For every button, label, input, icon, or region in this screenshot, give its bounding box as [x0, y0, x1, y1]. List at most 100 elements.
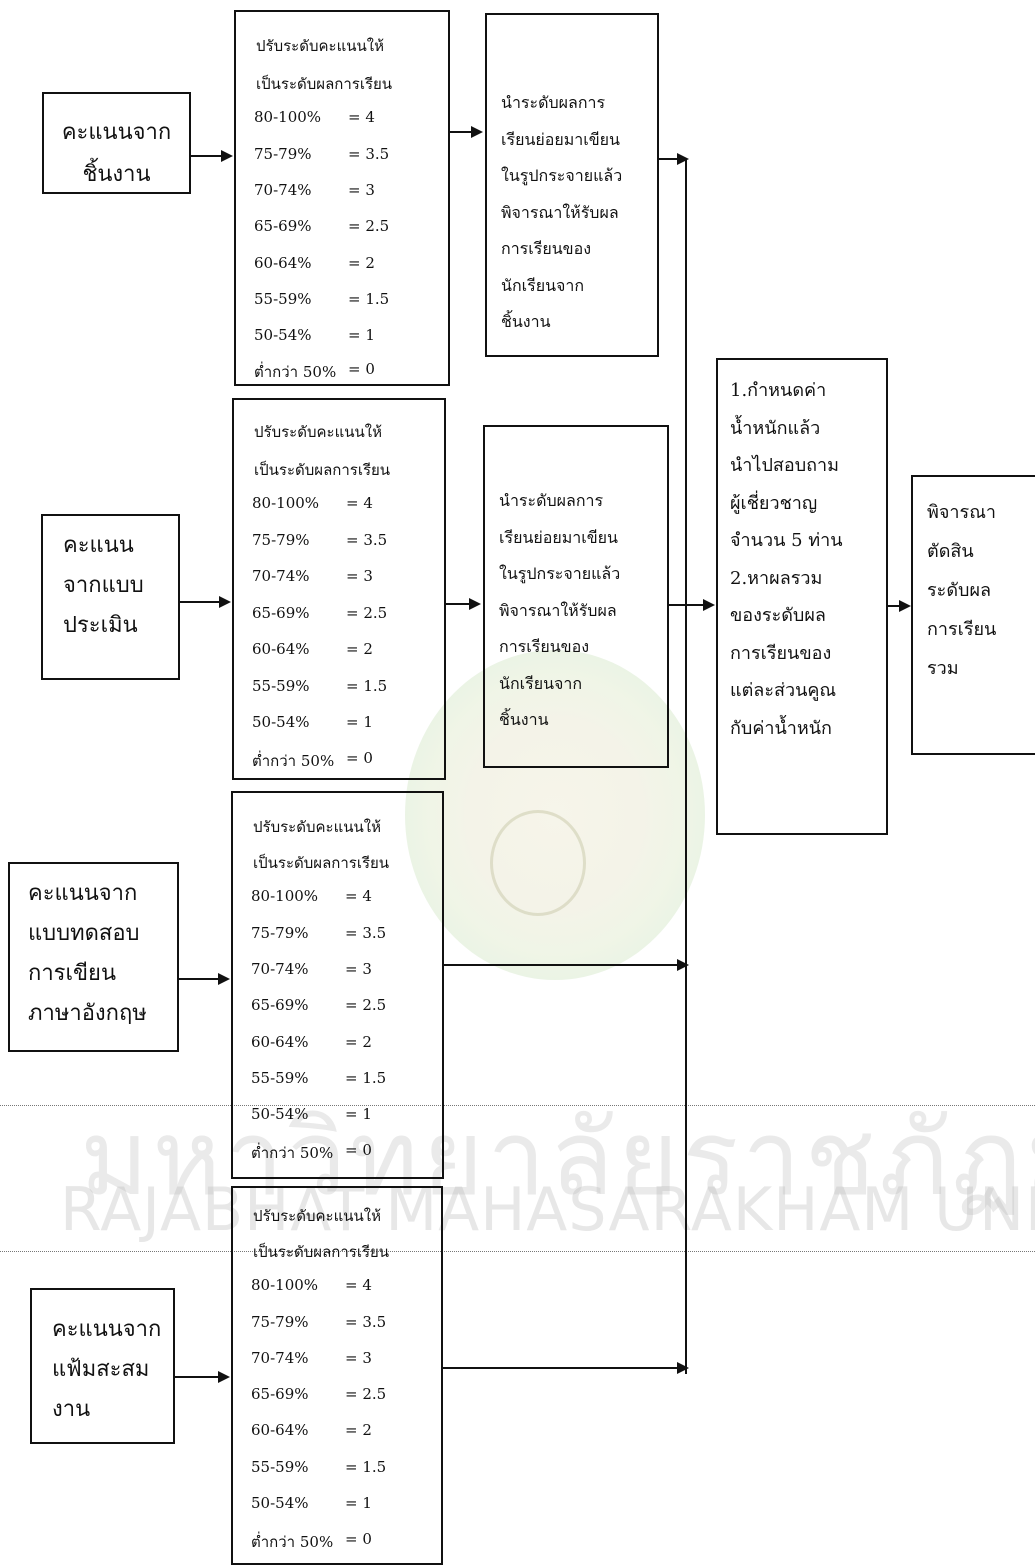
grade-range: 60-64%: [251, 1033, 309, 1051]
grade-range: 65-69%: [251, 996, 309, 1014]
grade-value: = 1: [346, 713, 373, 731]
grade-range: 55-59%: [252, 677, 310, 695]
grade-value: = 2.5: [345, 1385, 387, 1403]
grade-header-line: ปรับระดับคะแนนให้: [256, 37, 384, 55]
grade-range: 50-54%: [254, 326, 312, 344]
text-line: กับค่าน้ำหนัก: [730, 717, 832, 739]
final-decision-box: พิจารณา ตัดสิน ระดับผล การเรียน รวม: [911, 475, 1035, 755]
grade-value: = 3.5: [346, 531, 388, 549]
arrow-head: [471, 126, 483, 138]
grade-value: = 2.5: [348, 217, 390, 235]
connector-line: [659, 158, 685, 160]
weighting-box: 1.กำหนดค่า น้ำหนักแล้ว นำไปสอบถาม ผู้เชี…: [716, 358, 888, 835]
text-line: นำระดับผลการ: [501, 93, 606, 112]
grade-value: = 2: [345, 1421, 372, 1439]
grade-range: 55-59%: [251, 1069, 309, 1087]
grade-value: = 1: [345, 1494, 372, 1512]
grade-value: = 2: [345, 1033, 372, 1051]
connector-line: [175, 1376, 219, 1378]
grade-range: 75-79%: [251, 1313, 309, 1331]
grade-range: 75-79%: [251, 924, 309, 942]
grade-range: 65-69%: [254, 217, 312, 235]
text-line: นักเรียนจาก: [501, 275, 585, 295]
text-line: ของระดับผล: [730, 605, 826, 626]
grade-range: ต่ำกว่า 50%: [251, 1144, 334, 1162]
grade-header-line: เป็นระดับผลการเรียน: [253, 854, 390, 872]
arrow-head: [221, 150, 233, 162]
grade-value: = 1.5: [348, 290, 390, 308]
text-line: ในรูปกระจายแล้ว: [501, 166, 623, 185]
grade-header-line: ปรับระดับคะแนนให้: [253, 1207, 381, 1225]
grade-range: ต่ำกว่า 50%: [252, 752, 335, 770]
source-line: คะแนนจาก: [61, 120, 172, 145]
watermark-thai: มหาวิทยาลัยราชภัฏมหาสารคาม: [80, 1097, 1035, 1219]
text-line: ชิ้นงาน: [501, 312, 551, 331]
source-line: ประเมิน: [63, 613, 138, 638]
text-line: การเรียนของ: [499, 637, 589, 656]
grade-range: 55-59%: [254, 290, 312, 308]
arrow-head: [219, 596, 231, 608]
connector-line: [888, 605, 900, 607]
text-line: นำไปสอบถาม: [730, 455, 839, 476]
text-line: พิจารณา: [927, 502, 996, 523]
text-line: ชิ้นงาน: [499, 710, 549, 729]
text-line: รวม: [927, 658, 959, 679]
grade-header-line: เป็นระดับผลการเรียน: [256, 75, 393, 93]
source-line: คะแนน: [63, 533, 134, 558]
distribution-box-1: นำระดับผลการ เรียนย่อยมาเขียน ในรูปกระจา…: [485, 13, 659, 357]
text-line: เรียนย่อยมาเขียน: [499, 527, 618, 547]
text-line: ระดับผล: [927, 580, 992, 601]
grade-value: = 0: [346, 749, 373, 767]
grade-range: 80-100%: [251, 887, 319, 905]
grade-value: = 1.5: [345, 1069, 387, 1087]
emblem-inner-ring: [490, 810, 586, 916]
arrow-head: [677, 959, 689, 971]
text-line: ผู้เชี่ยวชาญ: [730, 492, 818, 514]
connector-line: [443, 1367, 679, 1369]
grade-range: 65-69%: [252, 604, 310, 622]
text-line: ตัดสิน: [927, 541, 974, 562]
scan-rule: [0, 1251, 1035, 1252]
arrow-head: [677, 1362, 689, 1374]
source-line: จากแบบ: [63, 573, 144, 598]
text-line: นำระดับผลการ: [499, 491, 604, 510]
grade-value: = 1: [345, 1105, 372, 1123]
grade-range: 80-100%: [251, 1276, 319, 1294]
text-line: การเรียนของ: [501, 239, 591, 258]
grade-value: = 4: [348, 108, 375, 126]
grade-range: 70-74%: [251, 1349, 309, 1367]
grade-range: 70-74%: [251, 960, 309, 978]
text-line: การเรียนของ: [730, 642, 832, 664]
source-line: แบบทดสอบ: [28, 921, 140, 946]
arrow-head: [703, 599, 715, 611]
grade-value: = 3.5: [345, 924, 387, 942]
source-line: งาน: [52, 1397, 91, 1422]
grade-value: = 1.5: [346, 677, 388, 695]
connector-line: [444, 964, 678, 966]
grade-range: ต่ำกว่า 50%: [251, 1533, 334, 1551]
grade-value: = 4: [345, 887, 372, 905]
grade-range: 80-100%: [252, 494, 320, 512]
source-box-portfolio: คะแนนจาก แฟ้มสะสม งาน: [30, 1288, 175, 1444]
source-line: ภาษาอังกฤษ: [28, 1001, 147, 1026]
grade-header-line: ปรับระดับคะแนนให้: [254, 423, 382, 441]
grade-range: 70-74%: [254, 181, 312, 199]
grade-range: 60-64%: [252, 640, 310, 658]
watermark-english: RAJABHAT MAHASARAKHAM UNIVERSITY: [60, 1175, 1035, 1245]
arrow-head: [218, 1371, 230, 1383]
grade-value: = 4: [345, 1276, 372, 1294]
scan-rule: [0, 1105, 1035, 1106]
source-box-writing-test: คะแนนจาก แบบทดสอบ การเขียน ภาษาอังกฤษ: [8, 862, 179, 1052]
grade-value: = 2.5: [346, 604, 388, 622]
distribution-box-2: นำระดับผลการ เรียนย่อยมาเขียน ในรูปกระจา…: [483, 425, 669, 768]
source-box-workpiece: คะแนนจาก ชิ้นงาน: [42, 92, 191, 194]
connector-line: [669, 604, 703, 606]
source-line: การเขียน: [28, 961, 116, 986]
grade-range: 50-54%: [251, 1105, 309, 1123]
source-box-assessment: คะแนน จากแบบ ประเมิน: [41, 514, 180, 680]
text-line: แต่ละส่วนคูณ: [730, 680, 837, 701]
connector-line: [446, 603, 470, 605]
connector-line: [179, 978, 219, 980]
grade-range: 75-79%: [254, 145, 312, 163]
grade-value: = 1.5: [345, 1458, 387, 1476]
